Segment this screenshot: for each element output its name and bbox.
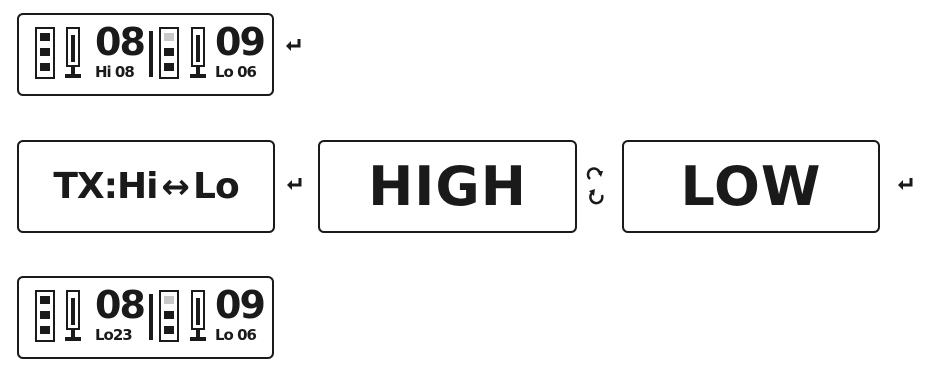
- swap-arrow-icon: ↔: [161, 166, 190, 207]
- battery-icon: [159, 27, 179, 79]
- battery-icon: [159, 290, 179, 342]
- tx-label-suffix: Lo: [193, 166, 240, 207]
- battery-icon: [35, 27, 55, 79]
- left-channel-sub: Lo23: [95, 326, 133, 344]
- rotate-icon: [586, 167, 604, 205]
- battery-icon: [35, 290, 55, 342]
- right-channel-sub: Lo 06: [215, 326, 257, 344]
- channel-separator: [149, 31, 153, 77]
- lcd-display-bottom: 08 Lo23 09 Lo 06: [17, 276, 274, 359]
- option-low[interactable]: LOW: [622, 140, 880, 233]
- left-channel-number: 08: [95, 20, 146, 64]
- right-channel-number: 09: [215, 20, 266, 64]
- enter-icon: [286, 39, 301, 51]
- tx-power-menu[interactable]: TX:Hi ↔ Lo: [17, 140, 275, 233]
- right-channel-number: 09: [215, 283, 266, 327]
- enter-icon: [287, 178, 302, 190]
- enter-icon: [898, 178, 913, 190]
- right-channel-sub: Lo 06: [215, 63, 257, 81]
- channel-separator: [149, 294, 153, 340]
- left-channel-number: 08: [95, 283, 146, 327]
- lcd-display-top: 08 Hi 08 09 Lo 06: [17, 13, 274, 96]
- tx-label-prefix: TX:Hi: [53, 166, 158, 207]
- left-channel-sub: Hi 08: [95, 63, 135, 81]
- option-high[interactable]: HIGH: [318, 140, 577, 233]
